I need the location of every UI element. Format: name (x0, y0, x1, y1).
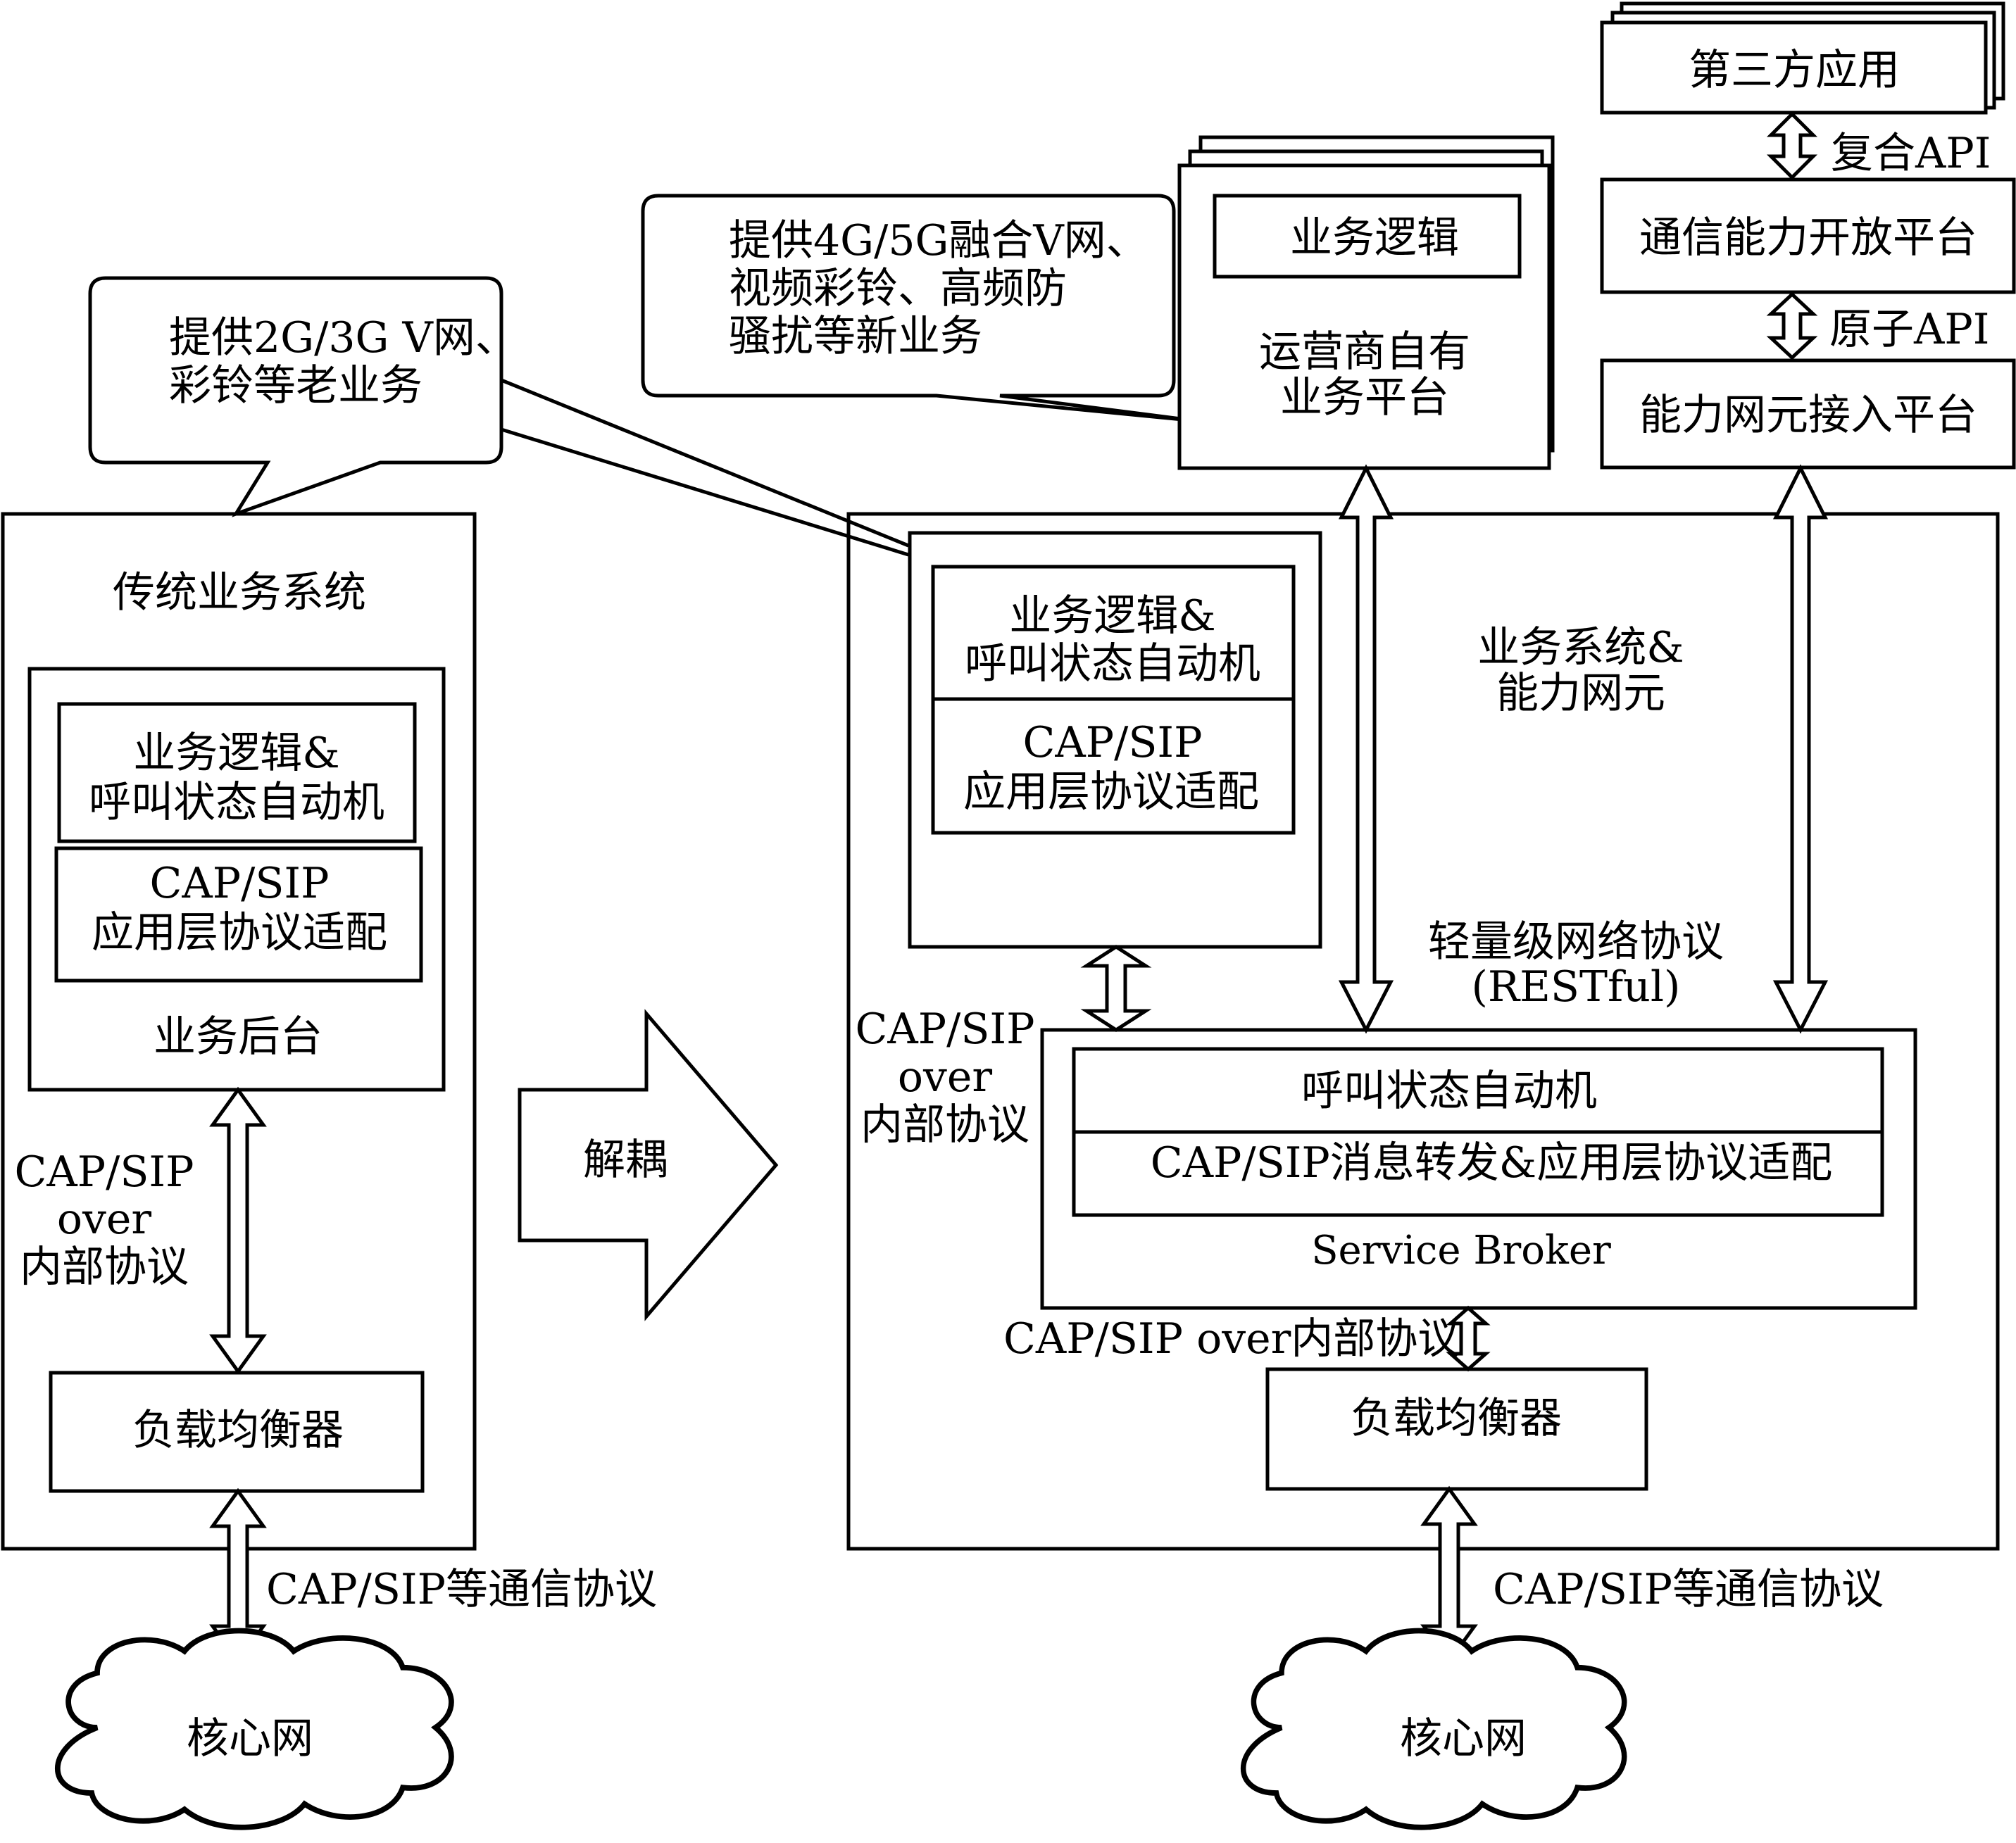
left-core-net: 核心网 (187, 1714, 313, 1763)
right-callout-line3: 骚扰等新业务 (729, 312, 982, 361)
callout-connector-upper (501, 378, 909, 548)
callout-connector-lower (501, 427, 909, 557)
service-logic-line2: 呼叫状态自动机 (965, 639, 1260, 688)
atomic-api-arrow (1766, 291, 1818, 360)
left-backend-lb-arrow (209, 1086, 267, 1375)
service-logic-line1: 业务逻辑& (1009, 591, 1215, 641)
right-proto-line2: over (898, 1052, 993, 1102)
composite-api-label: 复合API (1831, 129, 1991, 178)
right-lb-label: 负载均衡器 (1351, 1394, 1562, 1443)
left-logic-line1: 业务逻辑& (133, 729, 339, 778)
broker-state-label: 呼叫状态自动机 (1301, 1067, 1597, 1116)
broker-forward-label: CAP/SIP消息转发&应用层协议适配 (1151, 1138, 1832, 1188)
third-party-label: 第三方应用 (1689, 46, 1900, 95)
system-label-line2: 能力网元 (1496, 669, 1665, 718)
traditional-system-title: 传统业务系统 (113, 568, 366, 617)
operator-logic-box (1213, 194, 1522, 279)
right-callout-line1: 提供4G/5G融合V网、 (729, 216, 1148, 265)
open-platform-label: 通信能力开放平台 (1639, 213, 1977, 263)
service-adapt-line2: 应用层协议适配 (963, 767, 1259, 817)
operator-platform-box (1177, 163, 1551, 470)
broker-lb-arrow (1446, 1305, 1491, 1372)
access-platform-label: 能力网元接入平台 (1639, 391, 1977, 440)
left-lb-label: 负载均衡器 (132, 1406, 344, 1455)
operator-line1: 运营商自有 (1259, 327, 1470, 377)
left-adapt-line2: 应用层协议适配 (92, 908, 387, 957)
left-proto-line1: CAP/SIP (15, 1147, 194, 1197)
open-platform-box (1600, 177, 2016, 294)
operator-broker-arrow (1338, 464, 1394, 1034)
broker-lb-protocol: CAP/SIP over内部协议 (1003, 1314, 1460, 1364)
left-comm-protocol: CAP/SIP等通信协议 (266, 1565, 657, 1614)
service-adapt-line1: CAP/SIP (1023, 718, 1203, 767)
left-callout-line2: 彩铃等老业务 (169, 361, 422, 410)
left-callout-bubble (88, 276, 503, 517)
operator-logic-label: 业务逻辑 (1290, 213, 1459, 263)
left-proto-line3: 内部协议 (20, 1243, 189, 1292)
broker-forward-box (1072, 1130, 1884, 1217)
right-proto-line1: CAP/SIP (856, 1005, 1035, 1054)
operator-line2: 业务平台 (1280, 373, 1449, 422)
decouple-arrow (518, 1009, 779, 1321)
left-proto-line2: over (57, 1195, 152, 1244)
access-broker-arrow (1772, 464, 1829, 1034)
broker-name: Service Broker (1311, 1228, 1611, 1273)
right-comm-protocol: CAP/SIP等通信协议 (1493, 1565, 1884, 1614)
right-core-net: 核心网 (1400, 1714, 1527, 1763)
lightweight-line2: (RESTful) (1472, 962, 1681, 1012)
service-broker-box (1040, 1028, 1917, 1310)
access-platform-box (1600, 358, 2016, 470)
left-logic-box (57, 702, 417, 843)
left-callout-line1: 提供2G/3G V网、 (169, 313, 518, 363)
decouple-label: 解耦 (583, 1136, 668, 1185)
backend-label: 业务后台 (154, 1012, 323, 1062)
composite-api-arrow (1766, 111, 1818, 180)
right-callout-bubble (641, 194, 1198, 423)
left-adapt-line1: CAP/SIP (150, 859, 330, 908)
right-callout-line2: 视频彩铃、高频防 (729, 264, 1067, 313)
atomic-api-label: 原子API (1829, 305, 1989, 354)
left-logic-line2: 呼叫状态自动机 (89, 778, 384, 827)
right-system-box (846, 512, 2000, 1551)
third-party-box (1600, 20, 1988, 115)
left-adapt-box (54, 846, 423, 983)
right-lb-box (1265, 1367, 1648, 1491)
right-adapt-box (931, 697, 1296, 835)
lightweight-line1: 轻量级网络协议 (1428, 917, 1724, 967)
right-proto-line3: 内部协议 (860, 1100, 1029, 1150)
system-label-line1: 业务系统& (1477, 623, 1684, 672)
service-broker-arrow (1080, 945, 1152, 1032)
